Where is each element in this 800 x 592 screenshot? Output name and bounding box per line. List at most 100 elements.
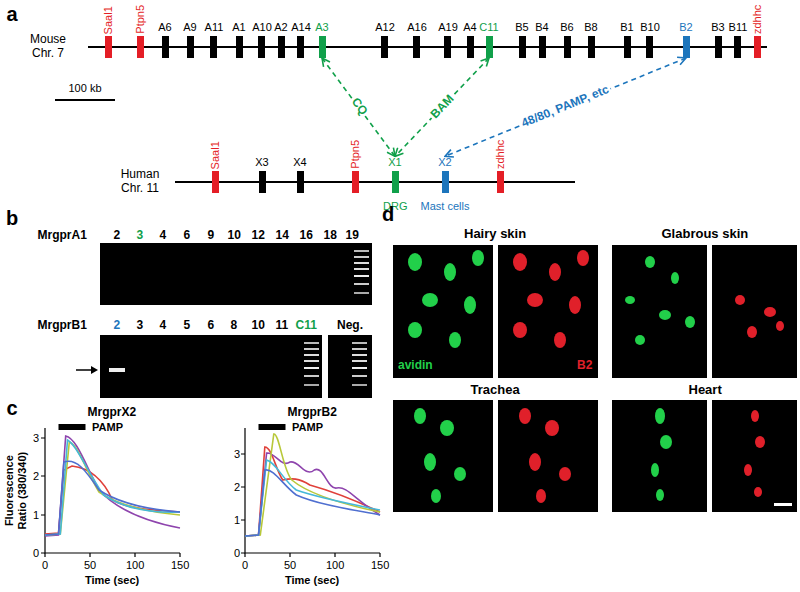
edge-label: BAM [426,91,458,123]
gene-label: X4 [293,156,306,169]
ladder-band [352,360,367,362]
ladder-band [352,375,367,377]
cell [554,332,566,348]
gene-box [210,36,217,58]
gene-box [392,171,399,193]
gene-box [319,36,326,58]
cell [577,250,589,266]
cell [529,453,541,471]
ticks [241,454,380,557]
scale-bar [774,503,792,506]
gene-marker: zdhhc [494,140,507,193]
gene-box [624,36,631,58]
tick-label: 150 [171,559,189,572]
chart-title: MrgprB2 [288,406,337,420]
tick-label: 1 [234,514,240,527]
cell [440,420,454,436]
gene-box [442,171,449,193]
gene-box [754,36,761,58]
gel-top [100,243,372,305]
gel [100,335,322,398]
gel [328,335,372,398]
gene-label: B8 [584,21,597,34]
ladder-band [304,360,319,362]
ladder-band [354,283,369,285]
cell [414,408,426,424]
lane-number: 2 [114,319,121,333]
lane-number: 6 [208,319,215,333]
gene-box [137,36,144,58]
lane-number: 3 [137,319,144,333]
gene-label: B1 [620,21,633,34]
micrograph [612,400,707,512]
stimulus-label: PAMP [292,421,323,434]
stain-label: B2 [577,359,592,373]
gene-marker: X4 [293,156,306,193]
tick-label: 0 [242,559,248,572]
tick-label: 0 [42,559,48,572]
cell [422,293,438,307]
cell [444,263,456,281]
cell [424,453,436,471]
lane-number: 14 [276,229,289,243]
gene-label: C11 [479,21,498,34]
cell [656,489,664,501]
cell [559,467,571,481]
gene-label: A19 [438,21,458,34]
cell [513,322,527,338]
tick-label: 0 [33,547,39,560]
label-frame: Saal1 [209,141,222,169]
gene-label: Saal1 [102,6,115,34]
tissue-title: Hairy skin [464,227,526,242]
lane-number: 11 [276,319,289,333]
ladder-band [304,348,319,350]
micrograph [612,245,707,378]
gene-box [297,36,304,58]
gene-box [564,36,571,58]
gene-marker: A19 [438,21,458,58]
trace [245,470,380,536]
lane-number: 19 [346,229,359,243]
tick-label: 2 [33,470,39,483]
panel-letter: a [7,3,18,26]
chart-title: MrgprX2 [88,406,137,420]
gene-box [259,171,266,193]
gene-box [715,36,722,58]
gene-label: A16 [407,21,427,34]
gene-box [258,36,265,58]
gene-marker: Ptpn5 [134,5,147,58]
gene-marker: B3 [711,21,724,58]
cell [744,464,752,476]
ladder-band [352,384,367,386]
micrograph [498,245,598,378]
tick-label: 1 [33,509,39,522]
ladder-band [354,256,369,258]
gene-marker: B1 [620,21,633,58]
label-frame: Ptpn5 [134,5,147,34]
gene-box [352,171,359,193]
axis-title: Fluorescence Ratio (380/340) [3,444,28,536]
ladder-band [352,354,367,356]
gene-marker: B6 [560,21,573,58]
cell [569,296,581,314]
gene-label: A14 [291,21,311,34]
gene-label: B11 [729,21,748,34]
ladder-band [352,342,367,344]
gene-marker: B2 [679,21,692,58]
gene-label: B5 [515,21,528,34]
tick-label: 0 [234,547,240,560]
gene-label: X3 [255,156,268,169]
gene-box [539,36,546,58]
micrograph [393,400,493,512]
gene-label: A10 [252,21,272,34]
gene-label: X1 [388,156,401,169]
tick-label: 100 [326,559,344,572]
gel-bottom [76,335,372,398]
gene-box [413,36,420,58]
gene-marker: Ptpn5 [349,140,362,193]
gene-marker: B10 [640,21,660,58]
gene-label: zdhhc [494,140,507,169]
lane-number: 8 [231,319,238,333]
